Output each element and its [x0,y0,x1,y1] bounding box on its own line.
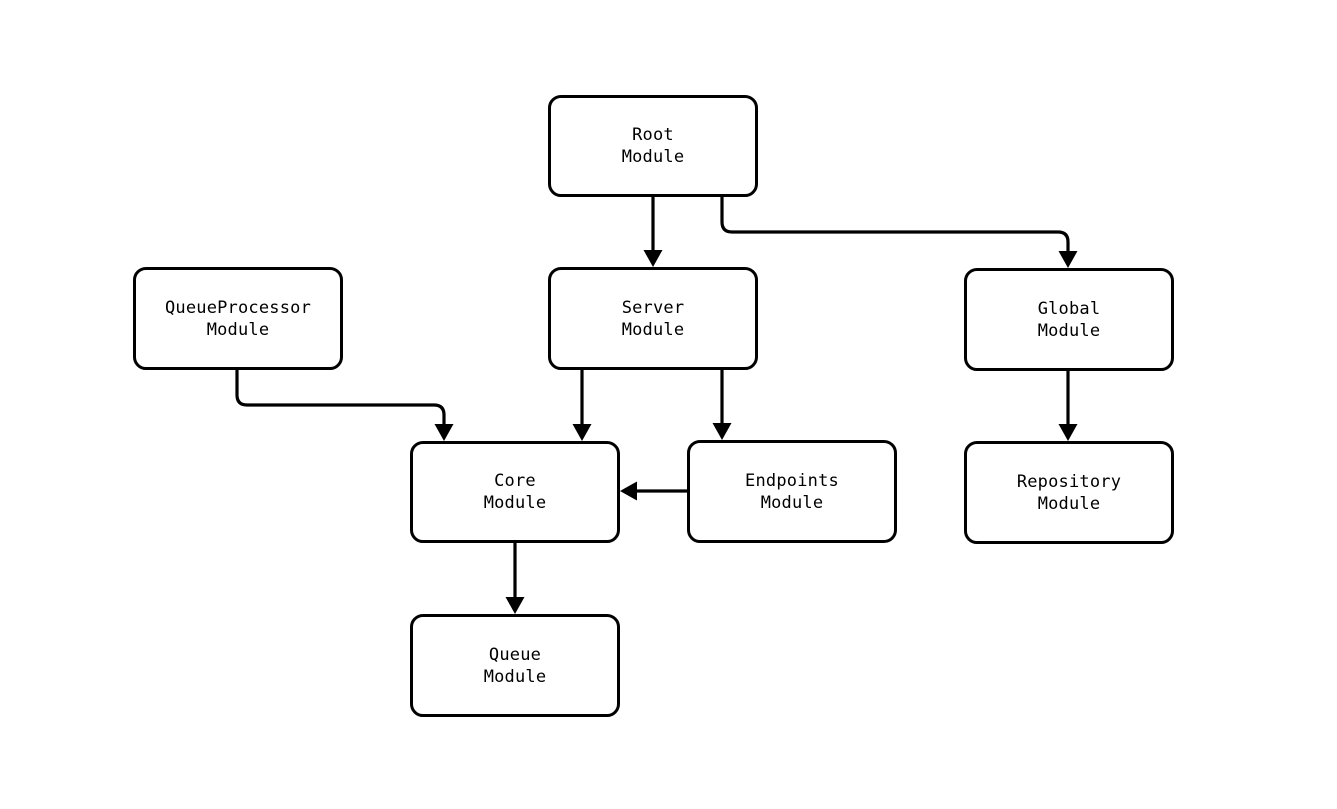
node-label-line1: Core [494,471,536,491]
arrowhead-root-server [643,250,663,267]
edge-queueprocessor-core [235,370,446,425]
node-label-line2: Module [483,493,547,513]
edge-root-global [720,197,1070,252]
arrowhead-server-endpoints [712,423,732,440]
node-label-line1: QueueProcessor [164,297,312,318]
node-label-line1: Server [621,297,685,318]
node-label-line1: Queue [488,644,542,665]
node-label-line2: Module [1037,493,1101,514]
node-label-line1: Repository [1016,471,1122,492]
arrowhead-core-queue [505,597,525,614]
arrowhead-server-core [572,424,592,441]
node-label-line2: Module [1037,320,1101,341]
arrowhead-root-global [1058,251,1078,268]
node-label-line2: Module [621,319,685,340]
node-label-line1: Global [1037,298,1101,319]
node-label-line2: Module [760,492,824,513]
arrowhead-global-repository [1058,424,1078,441]
node-label-line1: Endpoints [745,470,839,491]
node-label-line2: Module [206,319,270,340]
arrowhead-endpoints-core [620,481,637,501]
node-label-line2: Module [483,666,547,687]
node-label-line2: Module [621,147,685,167]
arrowhead-queueprocessor-core [434,424,454,441]
node-label-line1: Root [632,125,674,145]
